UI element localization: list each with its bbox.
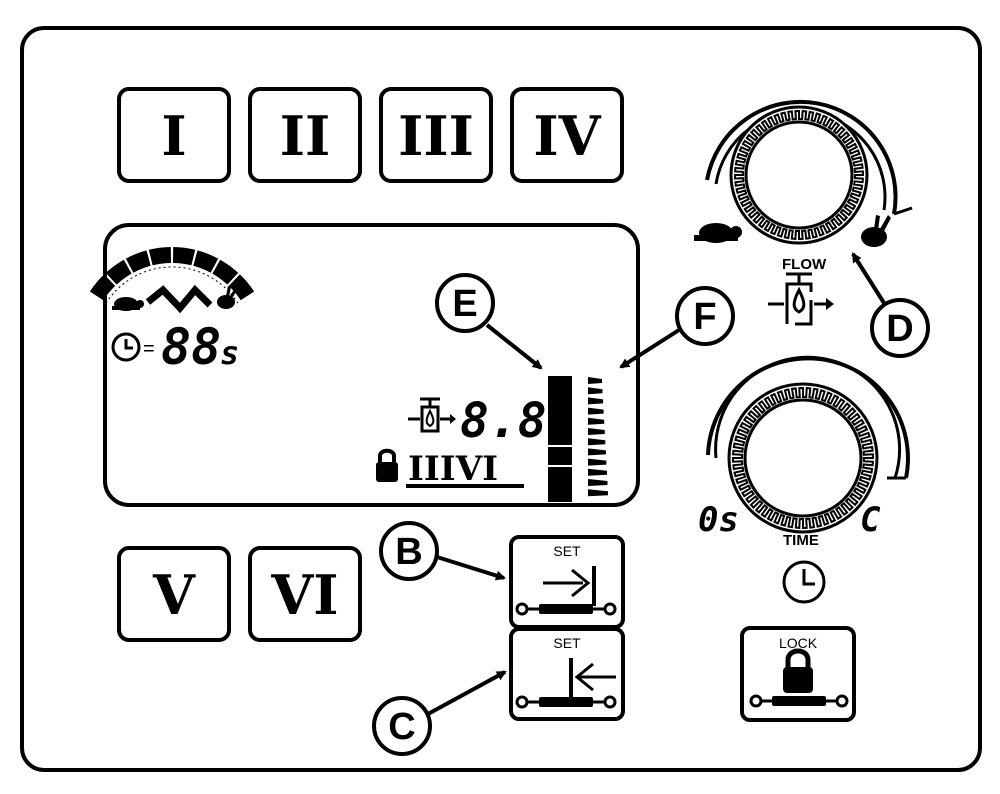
rabbit-small-icon: [217, 286, 238, 309]
lock-icon: [783, 648, 813, 693]
set-out-button[interactable]: SET: [509, 535, 625, 629]
callout-d: D: [851, 252, 930, 358]
program-button-4[interactable]: IV: [510, 87, 624, 183]
program-button-5-label: V: [152, 563, 196, 627]
ladder-segment: [588, 468, 607, 476]
timer-value: 88: [161, 318, 221, 376]
speed-arc-segment: [125, 250, 151, 273]
program-button-2-label: II: [280, 104, 331, 168]
rabbit-icon: [861, 215, 891, 247]
speed-arc-segment: [89, 274, 116, 301]
speed-arc-segment: [228, 274, 255, 301]
ladder-segment: [588, 407, 604, 415]
program-button-3-label: III: [398, 104, 474, 168]
ladder-segment: [588, 438, 606, 446]
set-in-label: SET: [553, 635, 581, 651]
callout-c-label: C: [388, 706, 415, 748]
cylinder-icon: [515, 602, 617, 616]
callout-f: F: [619, 286, 735, 369]
flow-knob[interactable]: [705, 100, 913, 245]
speed-arc-segment: [105, 259, 132, 285]
speed-arc-segment: [212, 259, 239, 285]
lock-label: LOCK: [779, 635, 818, 651]
set-out-label: SET: [553, 543, 581, 559]
lock-small-icon: [376, 448, 398, 482]
ladder-segment: [588, 417, 605, 425]
callout-d-label: D: [886, 308, 913, 350]
speed-arc-segments-icon: [89, 247, 255, 304]
flow-icon: [768, 272, 834, 326]
ladder-segment: [588, 428, 605, 435]
speed-arc-segment: [193, 250, 219, 273]
callout-f-label: F: [693, 296, 716, 338]
time-knob[interactable]: [706, 355, 910, 534]
program-button-3[interactable]: III: [379, 87, 493, 183]
time-label: TIME: [783, 532, 819, 549]
flow-label: FLOW: [782, 256, 827, 273]
turtle-small-icon: [112, 297, 144, 311]
program-indicator-underline: [406, 484, 524, 488]
wave-icon: [145, 284, 213, 314]
callout-e: E: [435, 273, 543, 370]
bargraph-e: [548, 376, 572, 502]
callout-b-label: B: [395, 531, 422, 573]
speed-arc-baseline: [105, 266, 239, 304]
ladder-segment: [588, 489, 608, 497]
knob-teeth: [733, 109, 865, 241]
flow-small-icon: [408, 397, 456, 433]
turtle-icon: [694, 223, 742, 243]
program-button-2[interactable]: II: [248, 87, 362, 183]
flow-value: 8.8: [460, 393, 547, 449]
speed-arc-segment: [173, 247, 196, 266]
callout-c: C: [372, 670, 507, 756]
lcd-display: = 88 s 8.8 IIIVI: [89, 223, 640, 507]
ladder-segment: [588, 458, 607, 466]
callout-e-label: E: [452, 283, 477, 325]
time-min-label: 0s: [698, 500, 739, 540]
program-button-1[interactable]: I: [117, 87, 231, 183]
cylinder-icon: [749, 694, 849, 708]
time-max-label: C: [860, 500, 881, 540]
ladder-segment: [588, 387, 603, 395]
program-button-6-label: VI: [270, 563, 338, 627]
cylinder-icon: [515, 695, 617, 709]
callout-b: B: [379, 521, 506, 581]
arrow-to-bar-icon: [543, 566, 596, 606]
program-button-1-label: I: [161, 104, 186, 168]
speed-arc-segment: [148, 247, 171, 266]
ladder-segment: [588, 397, 604, 405]
timer-unit: s: [220, 334, 239, 372]
program-button-5[interactable]: V: [117, 546, 231, 642]
ladder-segment: [588, 479, 608, 486]
ladder-segment: [588, 377, 602, 384]
ladder-segment: [588, 448, 606, 456]
set-in-button[interactable]: SET: [509, 627, 625, 721]
program-button-4-label: IV: [533, 104, 601, 168]
clock-icon: [111, 332, 141, 362]
arrow-from-bar-icon: [569, 658, 616, 698]
program-indicator: IIIVI: [408, 449, 498, 489]
program-button-6[interactable]: VI: [248, 546, 362, 642]
bargraph-f: [588, 377, 608, 497]
timer-clock-icon: [782, 560, 826, 604]
knob-teeth: [731, 386, 875, 530]
timer-equals: =: [143, 338, 155, 360]
lock-button[interactable]: LOCK: [740, 626, 856, 722]
